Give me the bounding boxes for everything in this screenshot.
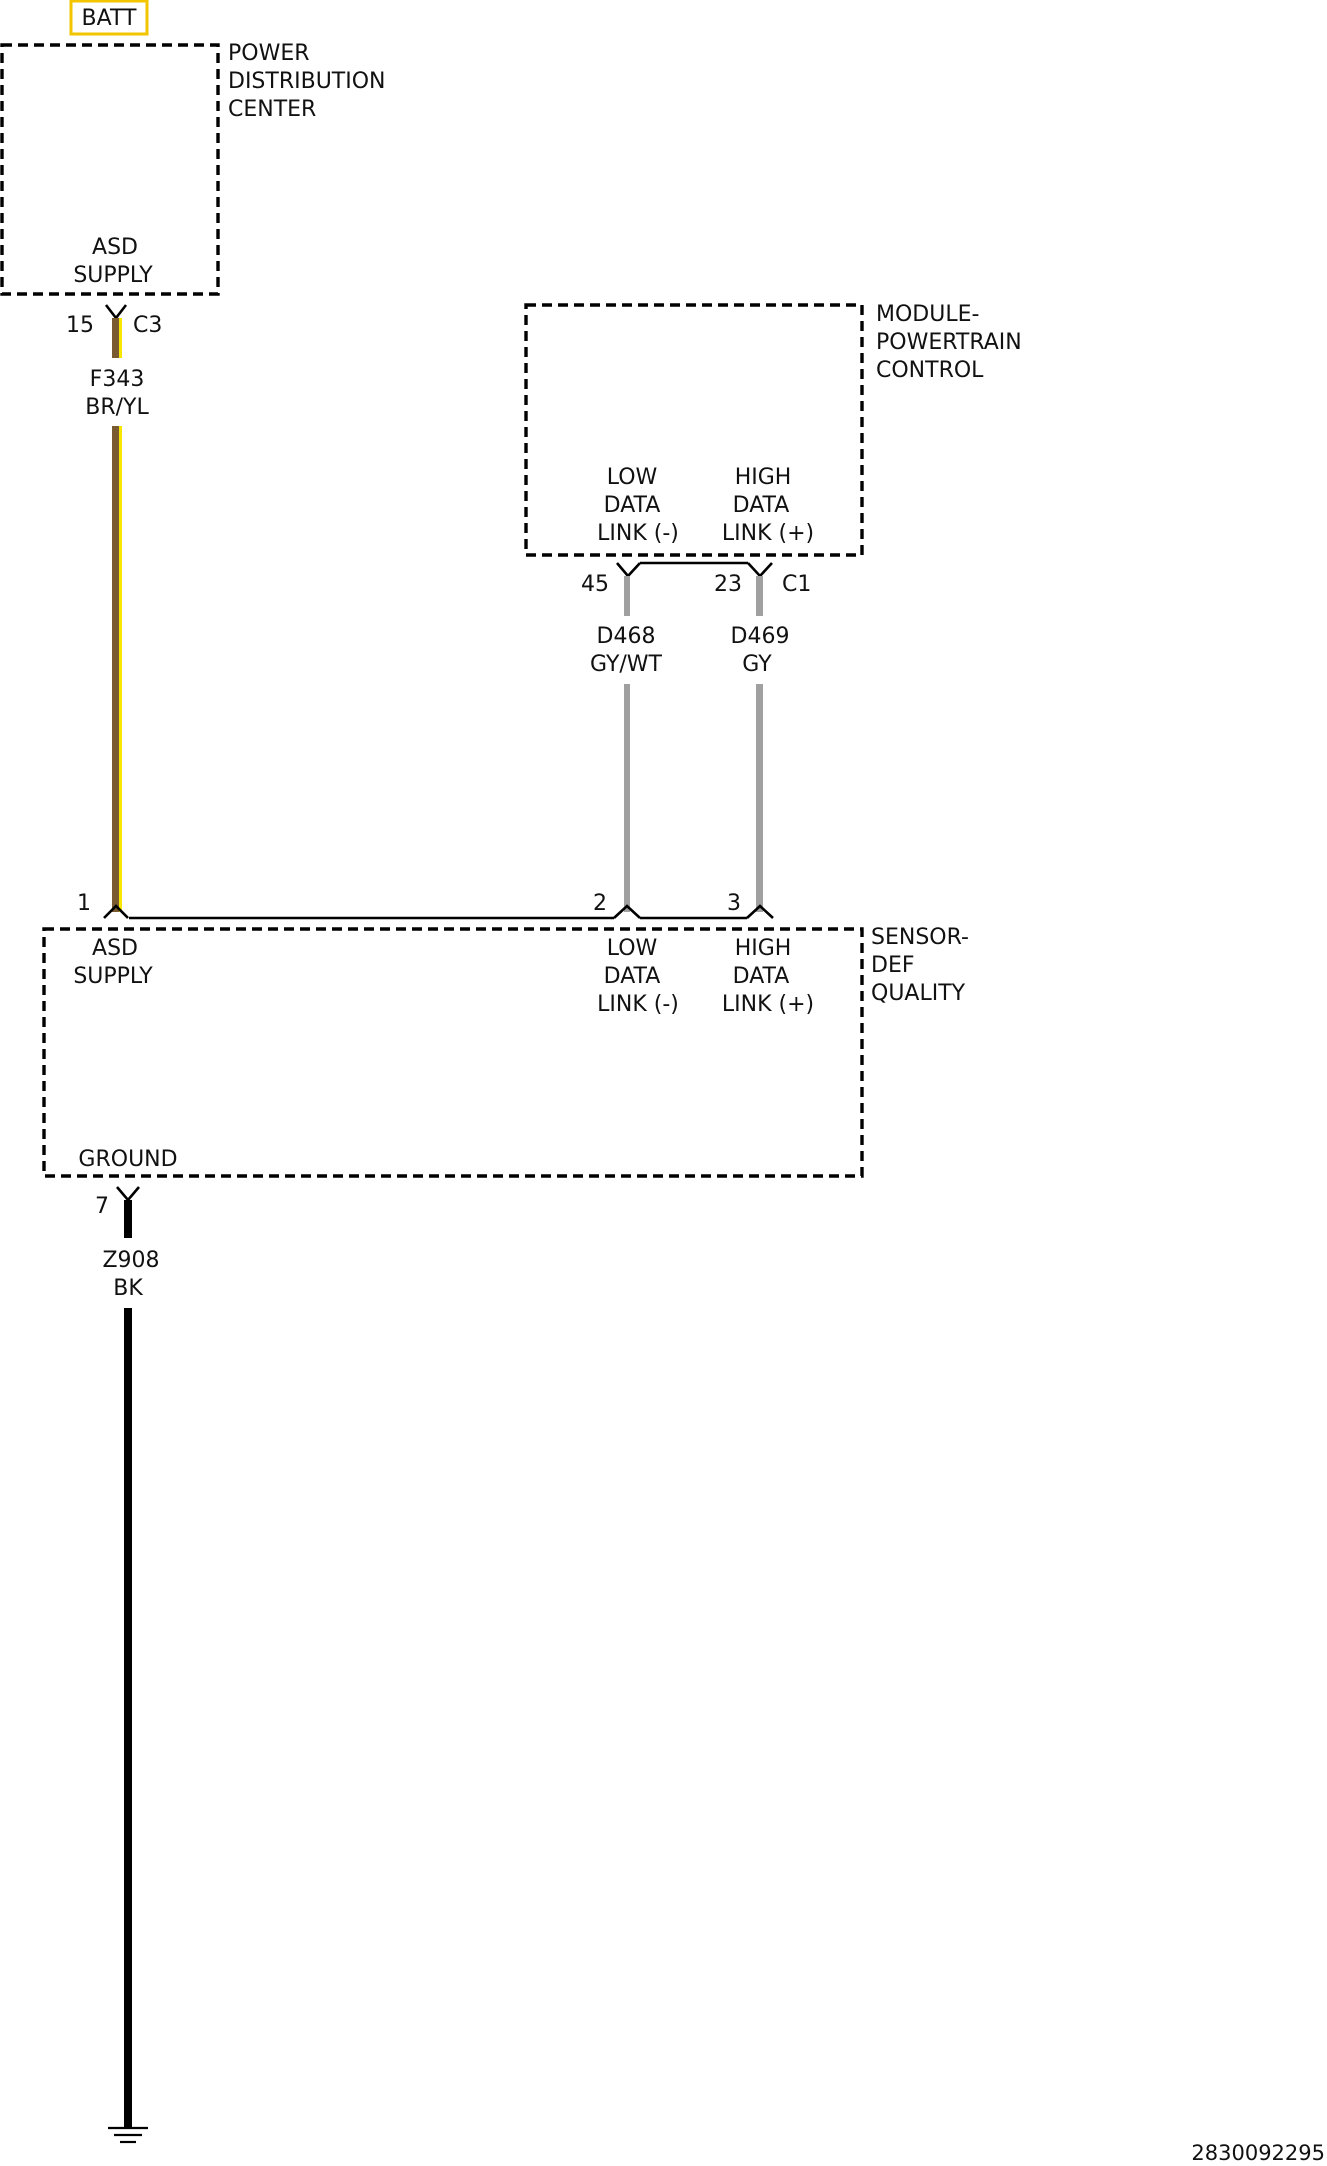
sensor-high-label-line-1: HIGH (735, 936, 792, 961)
pcm-high-pin-number: 23 (714, 572, 742, 597)
pcm-high-label-line-2: DATA (733, 493, 790, 518)
sensor-ground-label: GROUND (78, 1147, 177, 1172)
pcm-low-label-line-1: LOW (607, 465, 658, 490)
pdc-connector-id: C3 (133, 313, 162, 338)
wire-f343-circuit-label: F343 (90, 367, 145, 392)
sensor-pin-1-terminal (103, 904, 129, 919)
pcm-box (524, 303, 864, 557)
pcm-low-label-line-2: DATA (604, 493, 661, 518)
batt-label-box (69, 0, 149, 36)
pcm-pin-23-terminal (747, 562, 773, 578)
pdc-name-line-1: POWER (228, 41, 310, 66)
wire-f343-stripe-upper (119, 318, 122, 358)
sensor-asd-label-line-1: ASD (92, 936, 138, 961)
batt-label: BATT (82, 6, 137, 31)
pdc-pin-label-line-2: SUPPLY (73, 263, 153, 288)
wire-f343-base-upper (112, 318, 119, 358)
pcm-high-label-line-1: HIGH (735, 465, 792, 490)
pcm-name-line-2: POWERTRAIN (876, 330, 1022, 355)
wire-f343 (112, 318, 122, 912)
wire-d469-color-label: GY (742, 652, 772, 677)
sensor-name-line-3: QUALITY (871, 981, 966, 1006)
sensor-low-label-line-3: LINK (-) (597, 992, 679, 1017)
sensor-pin-3-terminal (746, 904, 774, 919)
sensor-pin-2-terminal (613, 904, 641, 919)
wire-f343-stripe-lower (119, 426, 122, 912)
wire-d468-color-label: GY/WT (590, 652, 663, 677)
sensor-box (42, 927, 864, 1178)
wire-d468-circuit-label: D468 (597, 624, 656, 649)
pdc-pin-label-line-1: ASD (92, 235, 138, 260)
wire-d468-base-upper (624, 576, 630, 616)
pcm-connector-id: C1 (782, 572, 811, 597)
pcm-pin-45-terminal (616, 562, 641, 578)
pdc-pin-number: 15 (66, 313, 94, 338)
wire-d468-base-lower (624, 684, 630, 912)
pcm-high-label-line-3: LINK (+) (722, 521, 814, 546)
sensor-high-label-line-2: DATA (733, 964, 790, 989)
sensor-pin-7-terminal (116, 1186, 140, 1203)
wire-z908 (124, 1200, 132, 2128)
pdc-name-line-2: DISTRIBUTION (228, 69, 386, 94)
sensor-name-line-1: SENSOR- (871, 925, 969, 950)
sensor-pin-7-number: 7 (95, 1194, 109, 1219)
pcm-name-line-1: MODULE- (876, 302, 979, 327)
wire-d468-stripe-upper (630, 576, 632, 616)
wire-d469-lower (756, 684, 763, 912)
wire-z908-upper (124, 1200, 132, 1238)
pdc-pin-15-terminal (104, 304, 128, 321)
wire-z908-lower (124, 1308, 132, 2128)
sensor-pin-3-number: 3 (727, 891, 741, 916)
wire-d469 (756, 576, 763, 912)
sensor-low-label-line-1: LOW (607, 936, 658, 961)
pcm-low-pin-number: 45 (581, 572, 609, 597)
power-distribution-center: POWER DISTRIBUTION CENTER ASD SUPPLY (0, 41, 386, 296)
pdc-name-line-3: CENTER (228, 97, 316, 122)
def-quality-sensor: SENSOR- DEF QUALITY ASD SUPPLY LOW DATA … (42, 925, 969, 1178)
pdc-box (0, 43, 220, 296)
wire-z908-color-label: BK (113, 1276, 143, 1301)
pcm-low-label-line-3: LINK (-) (597, 521, 679, 546)
sensor-name-line-2: DEF (871, 953, 915, 978)
sensor-high-label-line-3: LINK (+) (722, 992, 814, 1017)
diagram-id: 2830092295 (1191, 2141, 1325, 2165)
powertrain-control-module: MODULE- POWERTRAIN CONTROL LOW DATA LINK… (524, 302, 1022, 557)
wire-d468-stripe-lower (630, 684, 632, 912)
wire-z908-circuit-label: Z908 (102, 1248, 159, 1273)
sensor-low-label-line-2: DATA (604, 964, 661, 989)
sensor-pin-1-number: 1 (77, 891, 91, 916)
wire-f343-base-lower (112, 426, 119, 912)
ground-symbol-icon (108, 2126, 148, 2144)
wire-d468 (624, 576, 632, 912)
sensor-asd-label-line-2: SUPPLY (73, 964, 153, 989)
wire-f343-color-label: BR/YL (85, 395, 149, 420)
sensor-pin-2-number: 2 (593, 891, 607, 916)
pcm-name-line-3: CONTROL (876, 358, 984, 383)
wire-d469-circuit-label: D469 (731, 624, 790, 649)
wire-d469-upper (756, 576, 763, 616)
